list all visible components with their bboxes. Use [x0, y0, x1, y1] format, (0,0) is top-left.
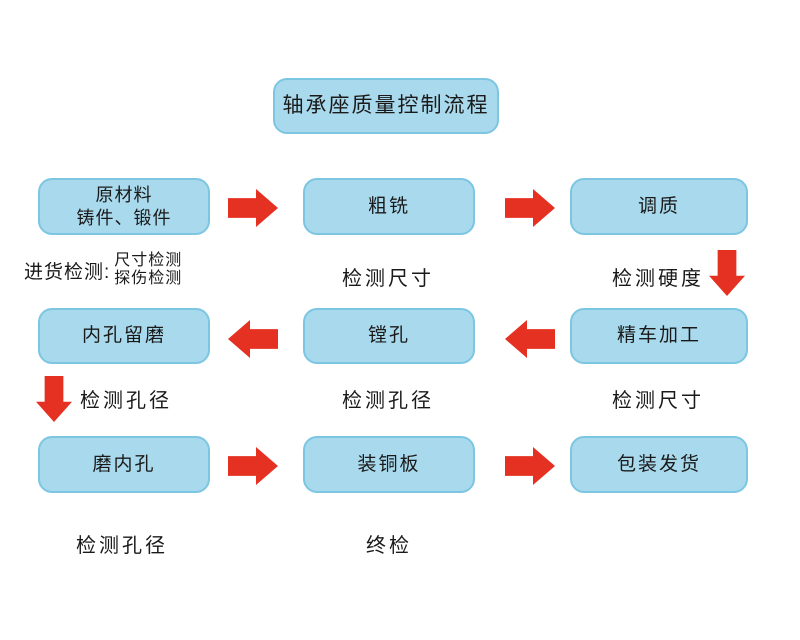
arrow-right-icon	[228, 447, 278, 485]
label-incoming-item2: 探伤检测	[114, 270, 183, 288]
arrow-down-icon	[709, 250, 745, 296]
node-finish-turning: 精车加工	[570, 308, 748, 364]
node-raw-material: 原材料 铸件、锻件	[38, 178, 210, 235]
node-grind-bore-label: 磨内孔	[92, 453, 156, 475]
arrow-right-icon	[228, 189, 278, 227]
label-inspect-size-1: 检测尺寸	[342, 268, 434, 290]
node-packing-shipping: 包装发货	[570, 436, 748, 493]
label-incoming-items: 尺寸检测 探伤检测	[114, 252, 182, 289]
node-copper-plate-label: 装铜板	[357, 453, 421, 475]
arrow-down-icon	[36, 376, 72, 422]
arrow-right-icon	[505, 447, 555, 485]
node-rough-milling: 粗铣	[303, 178, 475, 235]
node-raw-material-line2: 铸件、锻件	[76, 207, 172, 228]
label-inspect-bore-3: 检测孔径	[76, 535, 168, 557]
node-boring: 镗孔	[303, 308, 475, 364]
arrow-left-icon	[228, 320, 278, 358]
node-grind-bore: 磨内孔	[38, 436, 210, 493]
flowchart-title-node: 轴承座质量控制流程	[273, 78, 499, 134]
arrow-right-icon	[505, 189, 555, 227]
node-raw-material-line1: 原材料	[95, 185, 153, 205]
node-rough-milling-label: 粗铣	[367, 195, 410, 217]
node-finish-turning-label: 精车加工	[616, 325, 701, 347]
label-inspect-hardness: 检测硬度	[612, 268, 704, 290]
node-boring-label: 镗孔	[367, 325, 410, 347]
arrow-left-icon	[505, 320, 555, 358]
label-inspect-size-2: 检测尺寸	[612, 390, 704, 412]
label-inspect-bore-2: 检测孔径	[342, 390, 434, 412]
node-tempering-label: 调质	[637, 195, 680, 217]
label-incoming-prefix: 进货检测:	[24, 261, 111, 283]
flowchart-title: 轴承座质量控制流程	[282, 93, 490, 117]
label-incoming-item1: 尺寸检测	[114, 252, 183, 269]
node-bore-allowance: 内孔留磨	[38, 308, 210, 364]
label-incoming-inspection: 进货检测: 尺寸检测 探伤检测	[24, 252, 182, 289]
label-inspect-bore-1: 检测孔径	[80, 390, 172, 412]
node-packing-shipping-label: 包装发货	[616, 453, 701, 475]
node-bore-allowance-label: 内孔留磨	[81, 325, 166, 347]
label-final-inspection: 终检	[366, 535, 412, 557]
node-copper-plate: 装铜板	[303, 436, 475, 493]
node-tempering: 调质	[570, 178, 748, 235]
